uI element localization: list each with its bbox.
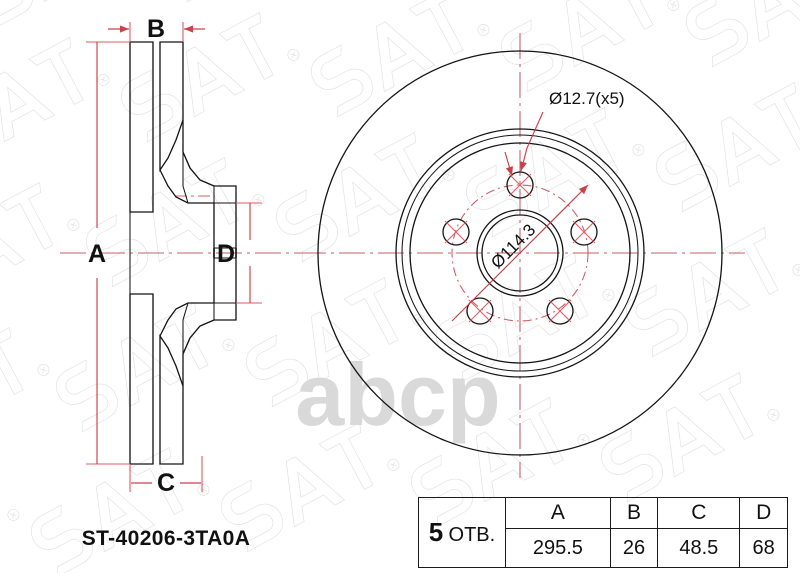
value-cell-c: 48.5 bbox=[657, 528, 741, 568]
hole-callout-leader-upper bbox=[526, 111, 544, 149]
header-cell-b: B bbox=[609, 497, 659, 529]
header-cell-c: C bbox=[657, 497, 741, 529]
dimension-c: C bbox=[129, 456, 203, 497]
dimension-a: A bbox=[86, 41, 130, 465]
dimension-d: D bbox=[217, 202, 262, 304]
hat-flange-lower bbox=[182, 302, 215, 355]
bolt-hole-group bbox=[442, 171, 598, 325]
header-cell-d: D bbox=[739, 497, 788, 529]
value-cell-b: 26 bbox=[609, 528, 659, 568]
hole-diameter-callout: Ø12.7(x5) bbox=[504, 89, 625, 177]
dim-b-label: B bbox=[147, 15, 165, 43]
bolt-hole-cross bbox=[468, 299, 492, 323]
friction-ring-inner-circle bbox=[395, 128, 645, 378]
section-view: B A D bbox=[60, 15, 300, 550]
dim-c-label: C bbox=[157, 469, 175, 497]
friction-plate-inner-upper bbox=[159, 41, 184, 173]
specification-table: 5 ОТВ. A B C D 295.5 26 48.5 68 bbox=[418, 497, 788, 568]
bolt-circle-diameter-label: Ø114.3 bbox=[487, 220, 539, 272]
hat-flange-upper bbox=[182, 151, 215, 204]
bolt-hole-cross bbox=[444, 220, 468, 244]
abcp-watermark: abcp bbox=[295, 345, 500, 444]
hole-callout-arrow-2 bbox=[504, 151, 513, 177]
dim-d-label: D bbox=[217, 240, 235, 268]
bolt-circle-pcd bbox=[451, 184, 589, 322]
bolt-hole-cross bbox=[508, 173, 532, 197]
value-cell-d: 68 bbox=[739, 528, 788, 568]
bolt-hole-cross bbox=[572, 220, 596, 244]
center-bore-inner-circle bbox=[481, 214, 559, 292]
friction-plate-outer-lower bbox=[129, 293, 154, 465]
dim-a-label: A bbox=[88, 240, 106, 268]
holes-count-cell: 5 ОТВ. bbox=[418, 497, 506, 568]
bolt-hole bbox=[442, 218, 470, 246]
friction-plate-outer-upper bbox=[129, 41, 154, 213]
value-cell-a: 295.5 bbox=[505, 528, 611, 568]
bolt-hole bbox=[466, 297, 494, 325]
dimension-b: B bbox=[108, 15, 205, 43]
rotor-outer-circle bbox=[317, 50, 723, 456]
center-bore-outer-circle bbox=[476, 209, 564, 297]
hat-outer-upper bbox=[182, 120, 237, 258]
friction-ring-inner-circle-2 bbox=[401, 134, 639, 372]
table-row-values: 295.5 26 48.5 68 bbox=[419, 528, 788, 568]
part-number-label: ST-40206-3TA0A bbox=[82, 527, 251, 550]
hat-outer-lower bbox=[182, 248, 237, 386]
hole-callout-arrow bbox=[519, 147, 528, 172]
table-row-headers: 5 ОТВ. A B C D bbox=[418, 497, 788, 568]
hat-outer-circle bbox=[409, 142, 631, 364]
header-cell-a: A bbox=[505, 497, 611, 529]
holes-count-word: ОТВ. bbox=[448, 524, 496, 546]
hole-diameter-label: Ø12.7(x5) bbox=[549, 89, 625, 108]
friction-plate-inner-lower bbox=[159, 333, 184, 465]
bolt-circle-dim-line bbox=[451, 184, 589, 322]
bolt-hole bbox=[546, 297, 574, 325]
holes-count-number: 5 bbox=[428, 517, 444, 547]
bolt-hole bbox=[506, 171, 534, 199]
bolt-hole-cross bbox=[548, 299, 572, 323]
bolt-hole bbox=[570, 218, 598, 246]
